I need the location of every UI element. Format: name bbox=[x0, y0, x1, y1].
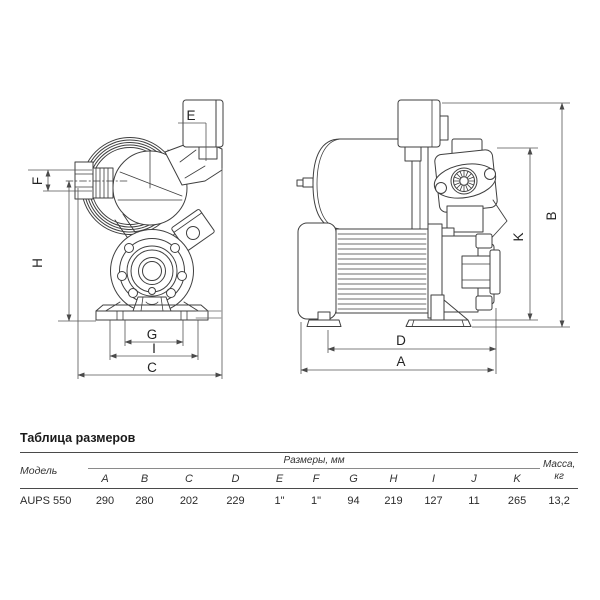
pressure-switch-side bbox=[397, 99, 441, 148]
pump-face-flange bbox=[110, 229, 194, 313]
col-header-e: E bbox=[260, 468, 299, 489]
value-d: 229 bbox=[226, 495, 245, 507]
pump-technical-drawing: E F H G I C bbox=[28, 99, 570, 379]
col-header-k: K bbox=[494, 468, 541, 489]
value-i: 127 bbox=[424, 495, 443, 507]
inlet-fitting bbox=[65, 161, 129, 200]
col-header-j: J bbox=[454, 468, 494, 489]
dimension-letter-row: A B C D E F G H I J K bbox=[20, 468, 578, 489]
col-header-mass: Масса, кг bbox=[540, 452, 579, 489]
model-name: AUPS 550 bbox=[20, 495, 72, 507]
mass-header-line1: Масса, bbox=[542, 459, 576, 470]
col-header-h: H bbox=[374, 468, 413, 489]
col-header-g: G bbox=[333, 468, 374, 489]
terminal-box-hole bbox=[186, 226, 200, 240]
center-support bbox=[132, 296, 172, 312]
col-header-c: C bbox=[167, 468, 211, 489]
value-a: 290 bbox=[95, 495, 115, 507]
front-view-dimensions bbox=[28, 122, 223, 379]
front-view-drawing bbox=[65, 99, 224, 321]
col-header-dimensions: Размеры, мм bbox=[88, 452, 541, 469]
mass-header-line2: кг bbox=[554, 470, 564, 482]
value-h: 219 bbox=[384, 495, 403, 507]
dim-label-e: E bbox=[186, 108, 195, 123]
dim-label-g: G bbox=[147, 327, 158, 342]
dim-label-a: A bbox=[396, 354, 405, 369]
col-header-d: D bbox=[211, 468, 260, 489]
col-header-b: B bbox=[122, 468, 167, 489]
col-header-model: Модель bbox=[20, 452, 88, 489]
value-b: 280 bbox=[135, 495, 154, 507]
col-header-f: F bbox=[299, 468, 333, 489]
dim-label-d: D bbox=[396, 333, 406, 348]
dim-label-i: I bbox=[152, 341, 156, 356]
value-j: 11 bbox=[468, 495, 480, 507]
ejector-assembly bbox=[433, 138, 508, 245]
dim-label-c: C bbox=[147, 360, 157, 375]
value-e: 1" bbox=[274, 495, 285, 507]
side-view-feet bbox=[306, 294, 472, 327]
side-view-dimensions bbox=[300, 102, 570, 374]
side-view-drawing bbox=[296, 99, 508, 327]
table-title: Таблица размеров bbox=[20, 431, 136, 445]
dim-label-b: B bbox=[544, 211, 559, 220]
table-row: AUPS 550 290 280 202 229 1" 1" 94 219 12… bbox=[20, 489, 578, 514]
dimensions-table: Модель Размеры, мм Масса, кг A B C D E F… bbox=[20, 452, 579, 514]
motor bbox=[297, 222, 429, 320]
dim-label-k: K bbox=[511, 232, 526, 241]
value-k: 265 bbox=[507, 495, 527, 507]
pump-head bbox=[427, 223, 501, 319]
value-c: 202 bbox=[179, 495, 199, 507]
value-f: 1" bbox=[310, 495, 322, 507]
value-g: 94 bbox=[347, 495, 360, 507]
col-header-i: I bbox=[413, 468, 454, 489]
pressure-tank bbox=[296, 138, 415, 230]
base-foot bbox=[95, 304, 209, 321]
dim-label-f: F bbox=[30, 177, 45, 185]
dim-label-h: H bbox=[30, 258, 45, 268]
value-mass: 13,2 bbox=[548, 495, 570, 507]
col-header-a: A bbox=[88, 468, 122, 489]
